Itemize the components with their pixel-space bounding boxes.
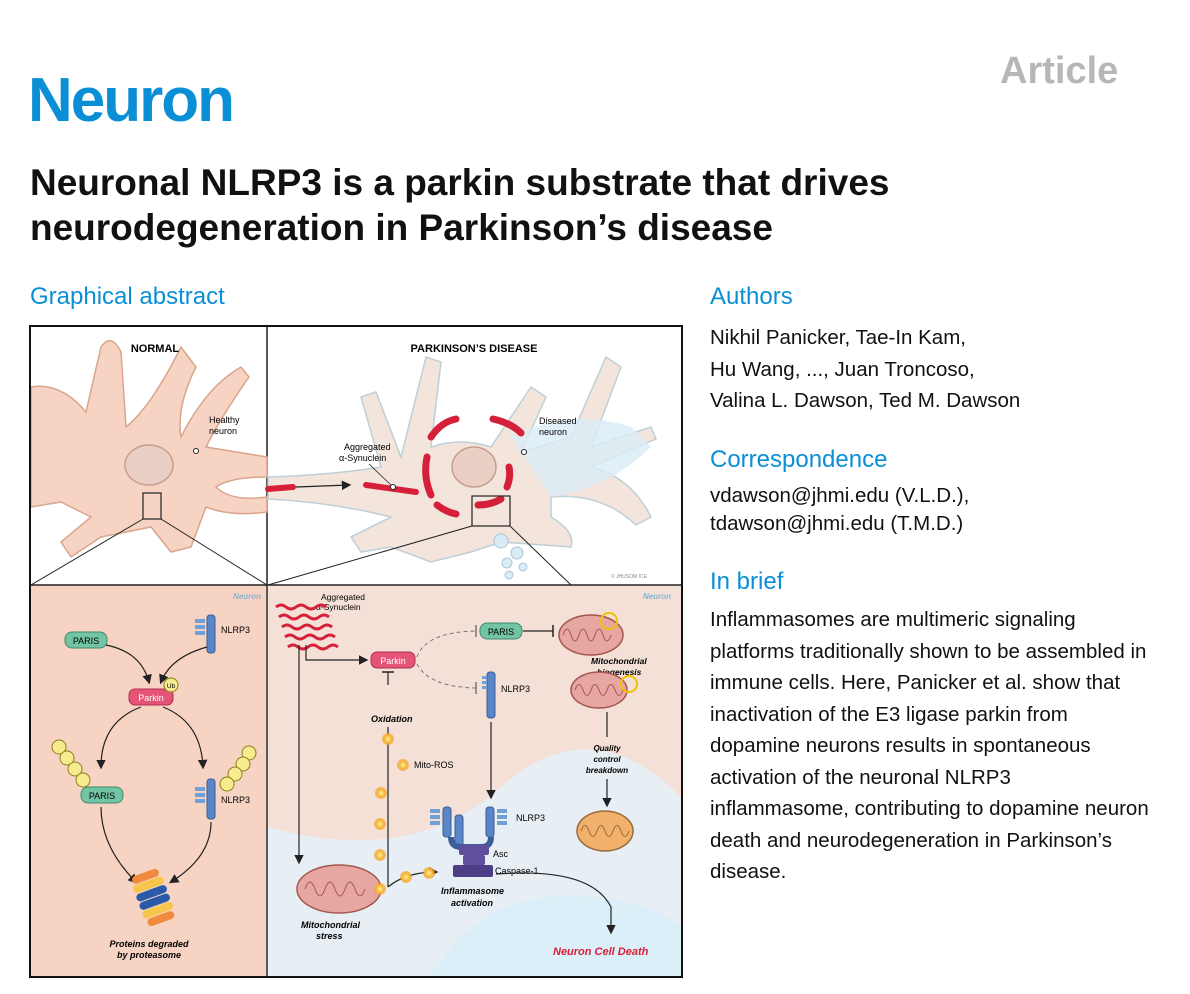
- paris-label: PARIS: [89, 791, 115, 801]
- graphical-abstract-heading: Graphical abstract: [30, 283, 225, 310]
- mito-biogenesis-label: Mitochondrial: [591, 656, 647, 666]
- neuron-death-label: Neuron Cell Death: [553, 946, 649, 958]
- in-brief-heading: In brief: [710, 568, 784, 595]
- diseased-neuron-label: neuron: [539, 427, 567, 437]
- inflammasome-label: Inflammasome: [441, 886, 504, 896]
- mito-stress-label: stress: [316, 931, 343, 941]
- journal-logo: Neuron: [28, 66, 235, 135]
- email-link[interactable]: vdawson@jhmi.edu (V.L.D.),: [710, 484, 970, 507]
- healthy-neuron-illustration: [31, 339, 268, 586]
- author-line: Nikhil Panicker, Tae-In Kam,: [710, 326, 966, 349]
- aggregated-syn-label: Aggregated: [321, 592, 365, 602]
- diseased-neuron-label: Diseased: [539, 416, 577, 426]
- author-line: Valina L. Dawson, Ted M. Dawson: [710, 389, 1021, 412]
- nlrp3-label: NLRP3: [501, 684, 530, 694]
- email-link[interactable]: tdawson@jhmi.edu (T.M.D.): [710, 512, 964, 535]
- mito-stress-label: Mitochondrial: [301, 920, 360, 930]
- in-brief-text: Inflammasomes are multimeric signaling p…: [710, 608, 1149, 883]
- quality-control-label: Quality: [593, 744, 621, 753]
- article-title: Neuronal NLRP3 is a parkin substrate tha…: [30, 162, 890, 248]
- quality-control-label: breakdown: [586, 766, 628, 775]
- mito-ros-label: Mito-ROS: [414, 760, 454, 770]
- normal-pathway: PARIS NLRP3 Parkin Ub PARIS NLRP3: [51, 614, 257, 927]
- aggregated-syn-label: Aggregated: [344, 442, 391, 452]
- proteins-degraded-label: by proteasome: [117, 950, 181, 960]
- quality-control-label: control: [593, 755, 621, 764]
- nlrp3-label: NLRP3: [221, 795, 250, 805]
- author-line[interactable]: Hu Wang, ..., Juan Troncoso,: [710, 357, 975, 381]
- artist-credit: © JHUSOM ICE: [611, 573, 648, 580]
- aggregated-syn-label: α-Synuclein: [339, 453, 386, 463]
- article-type-label: Article: [1000, 50, 1119, 92]
- asc-label: Asc: [493, 849, 509, 859]
- authors-heading: Authors: [710, 283, 793, 310]
- watermark: Neuron: [233, 592, 261, 601]
- nlrp3-label: NLRP3: [516, 813, 545, 823]
- correspondence-emails: vdawson@jhmi.edu (V.L.D.), tdawson@jhmi.…: [710, 482, 969, 538]
- paris-label: PARIS: [488, 627, 514, 637]
- parkin-label: Parkin: [380, 656, 406, 666]
- nlrp3-label: NLRP3: [221, 625, 250, 635]
- watermark: Neuron: [643, 592, 671, 601]
- caspase-label: Caspase-1: [495, 866, 539, 876]
- aggregated-syn-label: α-Synuclein: [316, 602, 361, 612]
- healthy-neuron-label: Healthy: [209, 415, 240, 425]
- graphical-abstract-figure: NORMAL Healthy neuron PARKINSON’S DISEAS…: [29, 325, 683, 978]
- author-list: Nikhil Panicker, Tae-In Kam, Hu Wang, ..…: [710, 322, 1130, 417]
- parkin-label: Parkin: [138, 693, 164, 703]
- pd-pathway: Aggregated α-Synuclein Parkin PARIS NLRP…: [275, 592, 649, 958]
- inflammasome-label: activation: [451, 898, 494, 908]
- normal-panel-label: NORMAL: [131, 343, 180, 355]
- ub-label: Ub: [167, 683, 176, 690]
- diseased-neuron-illustration: [265, 355, 657, 586]
- proteins-degraded-label: Proteins degraded: [109, 939, 189, 949]
- pd-panel-label: PARKINSON’S DISEASE: [411, 343, 538, 355]
- oxidation-label: Oxidation: [371, 714, 413, 724]
- correspondence-heading: Correspondence: [710, 446, 888, 473]
- mito-biogenesis-label: biogenesis: [597, 667, 642, 677]
- paris-label: PARIS: [73, 636, 99, 646]
- healthy-neuron-label: neuron: [209, 426, 237, 436]
